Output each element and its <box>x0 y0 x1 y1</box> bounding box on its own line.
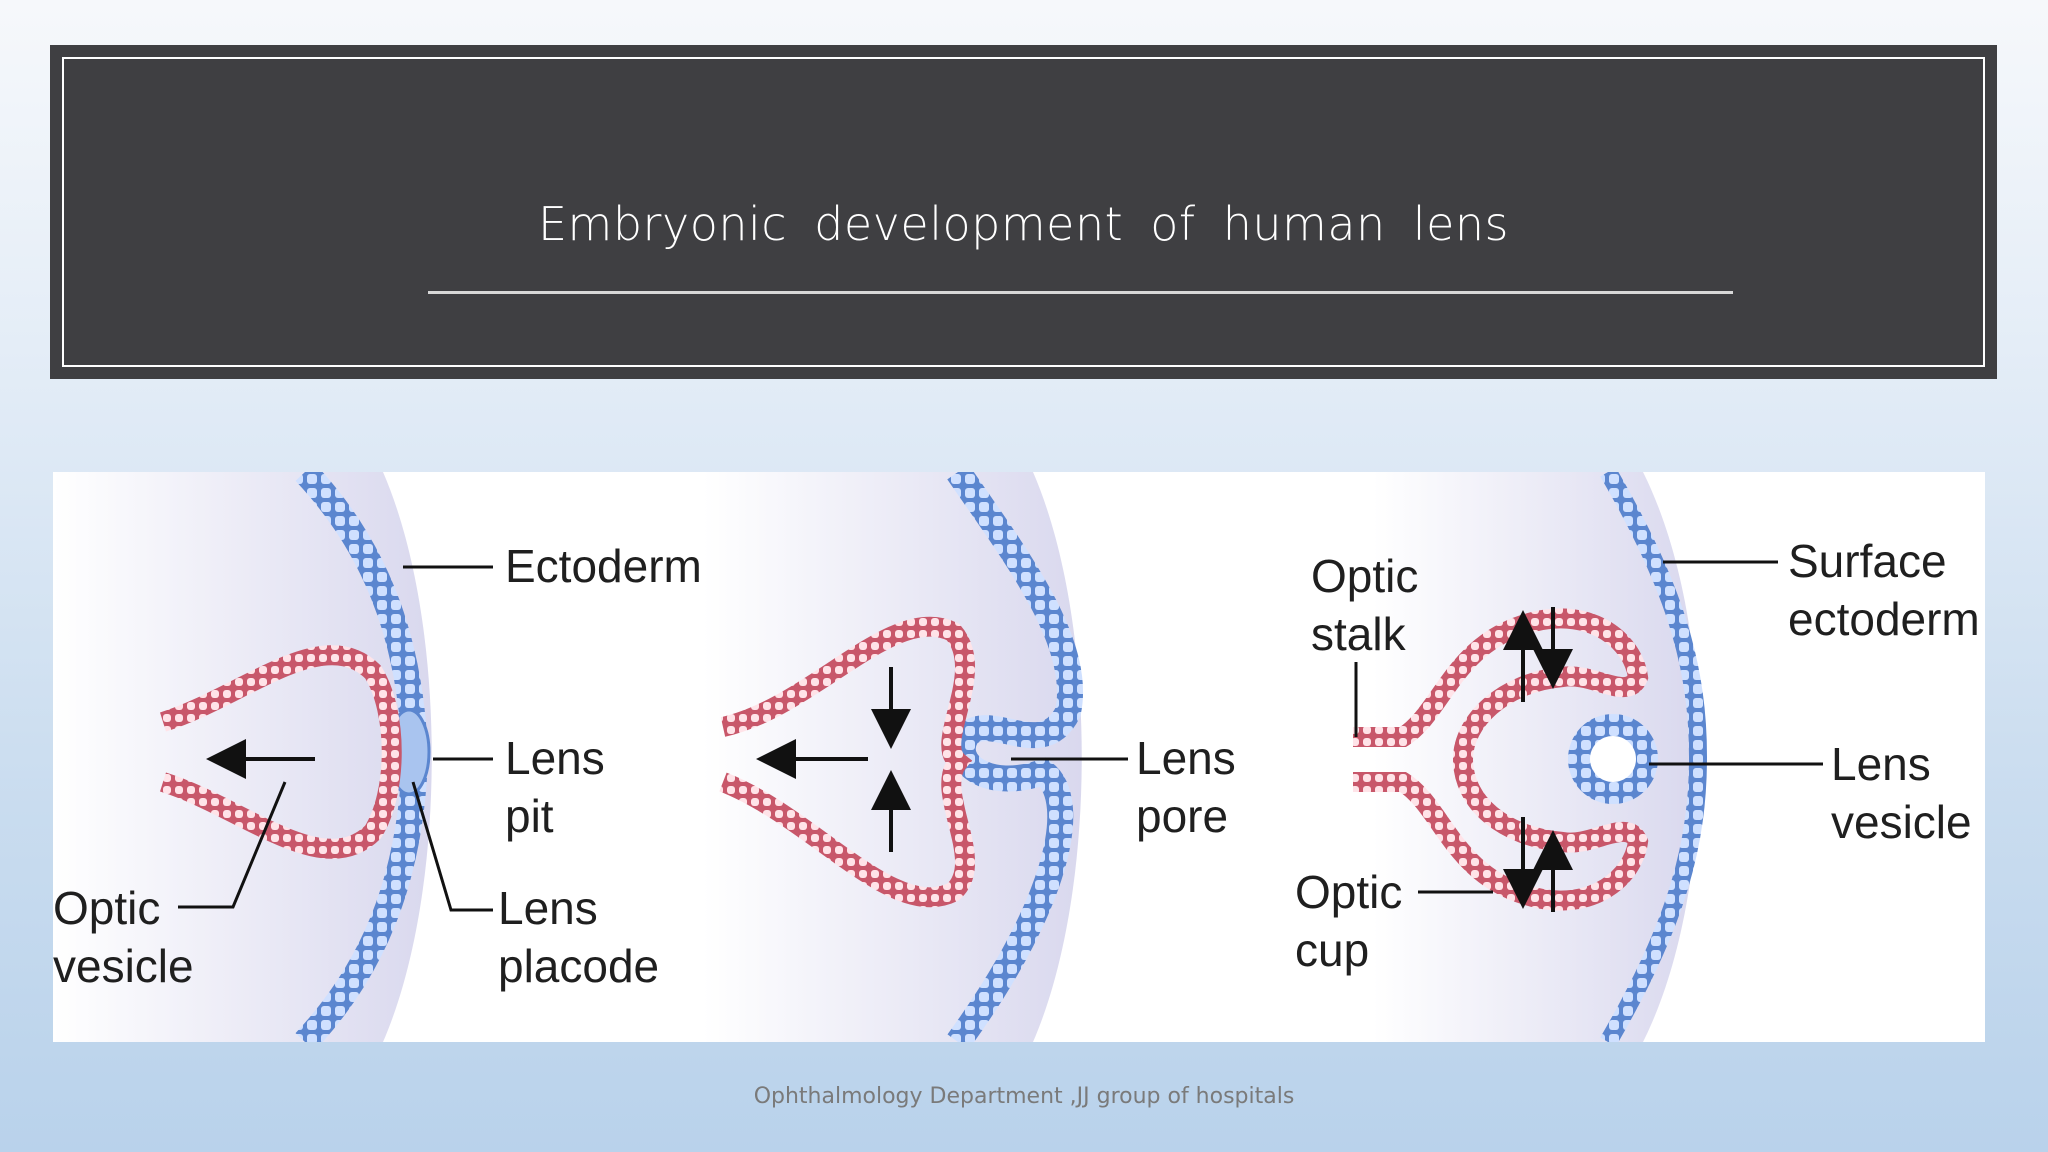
label-lens-vesicle-1: Lens <box>1831 738 1931 790</box>
label-optic-cup-2: cup <box>1295 924 1369 976</box>
label-optic-cup-1: Optic <box>1295 866 1402 918</box>
label-optic-stalk-2: stalk <box>1311 608 1407 660</box>
label-lens-pit-1: Lens <box>505 732 605 784</box>
title-frame <box>62 57 1985 367</box>
panel-lens-pore: Lens pore <box>703 472 1236 1042</box>
label-optic-stalk-1: Optic <box>1311 550 1418 602</box>
optic-vesicle-2 <box>719 616 975 908</box>
ectoderm-layer-invaginating <box>947 472 1083 1042</box>
lens-development-diagram: Ectoderm Lens pit Optic vesicle Lens pla… <box>53 472 1985 1042</box>
label-lens-pit-2: pit <box>505 790 554 842</box>
surface-ectoderm-layer <box>1600 472 1708 1042</box>
label-lens-pore-2: pore <box>1136 790 1228 842</box>
optic-vesicle <box>159 645 402 859</box>
label-ectoderm: Ectoderm <box>505 540 702 592</box>
label-lens-pore-1: Lens <box>1136 732 1236 784</box>
panel-lens-placode: Ectoderm Lens pit Optic vesicle Lens pla… <box>53 472 702 1042</box>
panel-lens-vesicle: Optic stalk Surface ectoderm Lens vesicl… <box>1295 472 1980 1042</box>
label-lens-vesicle-2: vesicle <box>1831 796 1972 848</box>
label-optic-vesicle-2: vesicle <box>53 940 194 992</box>
slide-footer: Ophthalmology Department ,JJ group of ho… <box>753 1084 1295 1109</box>
title-banner: Embryonic development of human lens <box>50 45 1997 379</box>
optic-cup <box>1353 608 1649 911</box>
label-lens-placode-1: Lens <box>498 882 598 934</box>
label-lens-placode-2: placode <box>498 940 659 992</box>
slide-title: Embryonic development of human lens <box>537 197 1509 251</box>
lens-vesicle <box>1568 714 1658 804</box>
label-surface-ectoderm-1: Surface <box>1788 535 1947 587</box>
label-optic-vesicle-1: Optic <box>53 882 160 934</box>
title-underline <box>428 291 1733 294</box>
label-surface-ectoderm-2: ectoderm <box>1788 593 1980 645</box>
